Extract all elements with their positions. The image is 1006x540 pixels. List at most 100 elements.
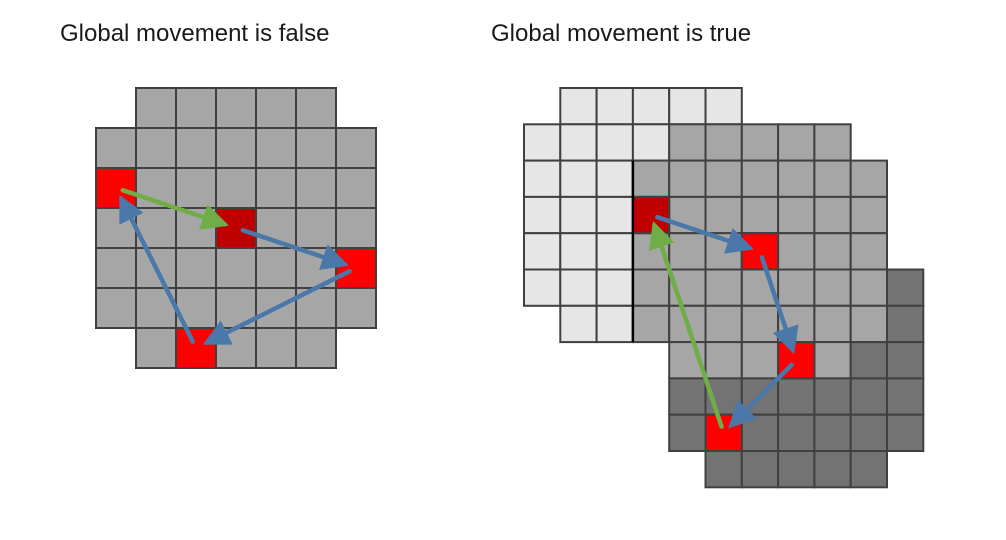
grid-cell-light (523, 232, 562, 271)
grid-cell-light (668, 87, 707, 126)
grid-cell-light (523, 159, 562, 198)
grid-cell-light (559, 232, 598, 271)
grid-cell-gray (777, 123, 816, 162)
grid-cell-gray (704, 268, 743, 307)
grid-cell-gray (849, 268, 889, 307)
grid-cell-gray (335, 287, 377, 329)
grid-cell-gray (849, 232, 889, 271)
grid-cell-dark (886, 268, 925, 307)
movement-path-arrow (240, 228, 349, 270)
grid-cell-gray (135, 327, 177, 369)
grid-cell-gray (813, 159, 852, 198)
grid-cell-gray (631, 304, 671, 344)
grid-cell-gray (175, 127, 217, 169)
active-cell-marker (335, 247, 377, 289)
grid-cell-gray (95, 287, 137, 329)
grid-cell-light (523, 268, 562, 307)
start-cell-marker (631, 195, 671, 235)
grid-global-false (95, 87, 377, 369)
grid-cell-gray (704, 123, 743, 162)
grid-cell-dark (704, 450, 743, 489)
grid-cell-gray (849, 195, 889, 235)
grid-cell-dark (668, 377, 707, 416)
grid-cell-dark (813, 450, 852, 489)
grid-cell-gray (215, 247, 257, 289)
grid-cell-light (559, 123, 598, 162)
grid-cell-light (631, 87, 671, 126)
grid-cell-dark (740, 413, 780, 453)
grid-cell-dark (886, 341, 925, 380)
grid-cell-gray (255, 247, 297, 289)
grid-cell-gray (255, 87, 297, 129)
grid-cell-dark (813, 413, 852, 453)
grid-cell-gray (740, 159, 780, 198)
grid-cell-dark (886, 413, 925, 453)
grid-cell-gray (813, 341, 852, 380)
grid-cell-light (595, 304, 634, 344)
grid-global-true (523, 87, 925, 489)
movement-path-arrow (119, 194, 196, 344)
movement-path-arrow (202, 268, 352, 345)
grid-cell-light (595, 87, 634, 126)
grid-cell-gray (849, 159, 889, 198)
grid-cell-dark (849, 450, 889, 489)
grid-cell-gray (740, 195, 780, 235)
grid-cell-light (595, 232, 634, 271)
grid-cell-gray (777, 195, 816, 235)
grid-cell-gray (631, 159, 671, 198)
grid-cell-light (704, 87, 743, 126)
grid-cell-gray (740, 304, 780, 344)
grid-cell-gray (255, 127, 297, 169)
movement-path-arrow (759, 255, 799, 355)
grid-cell-gray (95, 247, 137, 289)
grid-cell-dark (813, 377, 852, 416)
grid-cell-gray (777, 232, 816, 271)
grid-cell-gray (215, 127, 257, 169)
active-cell-marker (740, 232, 780, 271)
grid-cell-light (631, 123, 671, 162)
grid-cell-dark (777, 377, 816, 416)
start-arrow (648, 221, 724, 429)
grid-cell-gray (295, 127, 337, 169)
grid-cell-gray (740, 341, 780, 380)
grid-cell-light (559, 87, 598, 126)
grid-cell-gray (813, 304, 852, 344)
grid-cell-gray (295, 207, 337, 249)
grid-cell-gray (704, 159, 743, 198)
panel-title-left: Global movement is false (60, 20, 330, 47)
grid-cell-gray (631, 268, 671, 307)
grid-cell-dark (849, 341, 889, 380)
active-cell-marker (95, 167, 137, 209)
start-cell-marker (215, 207, 257, 249)
grid-cell-gray (777, 159, 816, 198)
grid-cell-dark (849, 377, 889, 416)
grid-cell-gray (175, 167, 217, 209)
grid-cell-light (595, 123, 634, 162)
grid-cell-gray (295, 327, 337, 369)
grid-cell-gray (255, 327, 297, 369)
grid-cell-gray (95, 127, 137, 169)
grid-cell-dark (849, 413, 889, 453)
grid-cell-gray (668, 159, 707, 198)
grid-cell-gray (849, 304, 889, 344)
grid-cell-light (595, 159, 634, 198)
grid-cell-gray (813, 268, 852, 307)
grid-cell-gray (704, 195, 743, 235)
grid-cell-light (595, 268, 634, 307)
grid-cell-gray (813, 195, 852, 235)
grid-cell-gray (255, 167, 297, 209)
start-arrow (120, 188, 229, 230)
grid-cell-dark (886, 377, 925, 416)
grid-cell-gray (335, 207, 377, 249)
panel-title-right: Global movement is true (491, 20, 752, 47)
active-cell-marker (175, 327, 217, 369)
grid-cell-light (559, 268, 598, 307)
grid-cell-gray (813, 123, 852, 162)
grid-cell-gray (215, 87, 257, 129)
grid-cell-gray (135, 127, 177, 169)
grid-cell-dark (886, 304, 925, 344)
grid-cell-gray (668, 232, 707, 271)
grid-cell-gray (335, 127, 377, 169)
grid-cell-dark (668, 413, 707, 453)
